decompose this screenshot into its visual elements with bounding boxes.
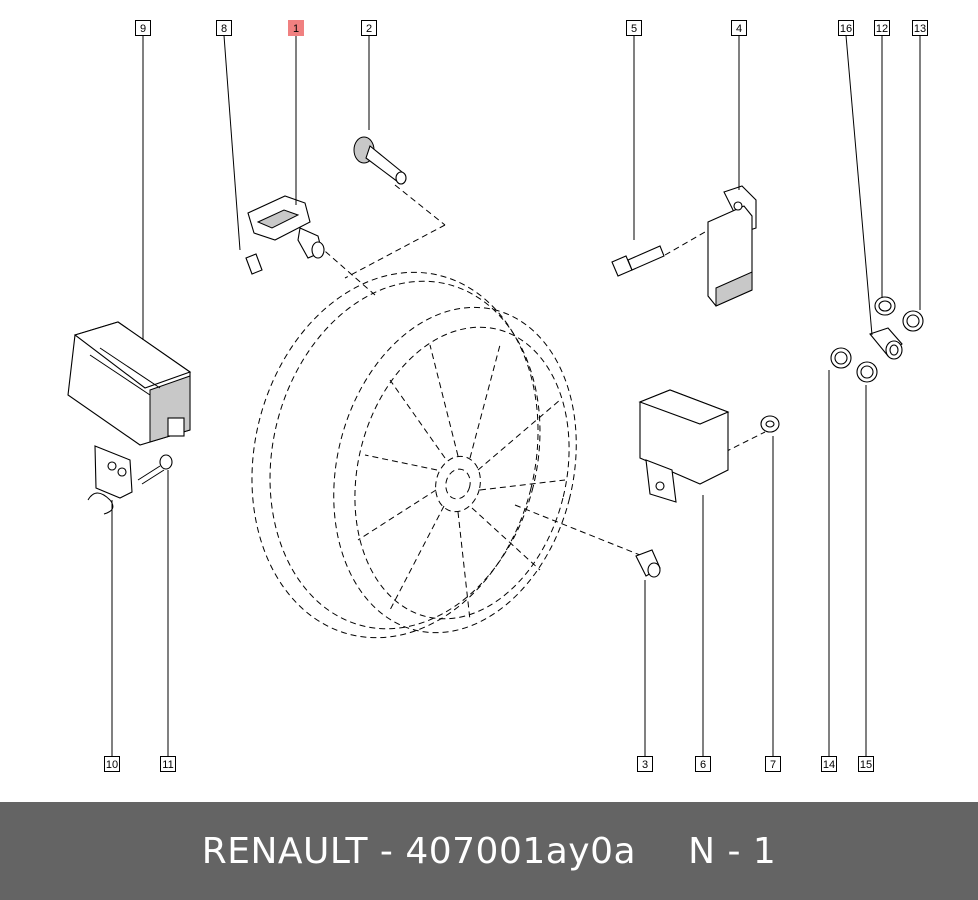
callout-box — [637, 756, 653, 772]
valve-part — [353, 136, 407, 185]
callout-1: 1 — [288, 20, 304, 205]
callout-box — [626, 20, 642, 36]
callout-13: 13 — [912, 20, 928, 310]
callout-11: 11 — [160, 470, 176, 772]
bracket-part — [87, 445, 133, 515]
callout-label: 2 — [366, 23, 372, 35]
callout-14: 14 — [821, 370, 837, 772]
callout-box — [912, 20, 928, 36]
callout-6: 6 — [695, 495, 711, 772]
callout-box — [858, 756, 874, 772]
callout-box — [361, 20, 377, 36]
part-number-text: RENAULT - 407001ay0a — [201, 830, 637, 872]
cap-part — [245, 253, 263, 275]
callout-label: 8 — [221, 23, 227, 35]
callout-box — [288, 20, 304, 36]
callout-label: 11 — [162, 759, 173, 771]
footer-bar: RENAULT - 407001ay0a N - 1 — [0, 802, 978, 900]
bolt-part — [611, 245, 665, 277]
callout-label: 5 — [631, 23, 637, 35]
callout-16: 16 — [838, 20, 873, 336]
callout-8: 8 — [216, 20, 241, 251]
wheel-illustration — [251, 184, 766, 639]
callout-box — [821, 756, 837, 772]
callout-15: 15 — [858, 385, 874, 772]
callout-label: 13 — [914, 23, 926, 35]
callout-box — [216, 20, 232, 36]
callout-label: 15 — [860, 759, 872, 771]
callout-box — [874, 20, 890, 36]
callout-label: 3 — [642, 759, 648, 771]
callout-label: 1 — [293, 23, 299, 35]
callout-10: 10 — [104, 500, 120, 772]
callout-box — [765, 756, 781, 772]
callout-label: 10 — [106, 759, 118, 771]
callout-leader-line — [223, 35, 241, 251]
callout-label: 14 — [823, 759, 835, 771]
callout-7: 7 — [765, 436, 781, 772]
page-indicator: N - 1 — [688, 830, 777, 872]
nut-part — [760, 415, 780, 433]
control-module-part — [67, 321, 192, 446]
sensor-unit-part — [707, 185, 757, 307]
screw-part — [137, 454, 173, 485]
callout-2: 2 — [361, 20, 377, 130]
callout-3: 3 — [637, 580, 653, 772]
callout-label: 6 — [700, 759, 706, 771]
callout-12: 12 — [874, 20, 890, 298]
callout-box — [135, 20, 151, 36]
callout-label: 9 — [140, 23, 146, 35]
callout-box — [160, 756, 176, 772]
callout-label: 12 — [876, 23, 888, 35]
callout-box — [731, 20, 747, 36]
callout-label: 16 — [840, 23, 852, 35]
callout-box — [838, 20, 854, 36]
callout-4: 4 — [731, 20, 747, 190]
callout-label: 4 — [736, 23, 742, 35]
callout-box — [104, 756, 120, 772]
module-box-part — [638, 389, 730, 503]
valve-cap-part — [635, 549, 661, 578]
seal-rings-parts — [830, 296, 924, 383]
callout-box — [695, 756, 711, 772]
callout-leader-line — [845, 35, 873, 336]
tpms-sensor-part — [247, 195, 325, 259]
callout-5: 5 — [626, 20, 642, 240]
callout-9: 9 — [135, 20, 151, 340]
callout-label: 7 — [770, 759, 776, 771]
